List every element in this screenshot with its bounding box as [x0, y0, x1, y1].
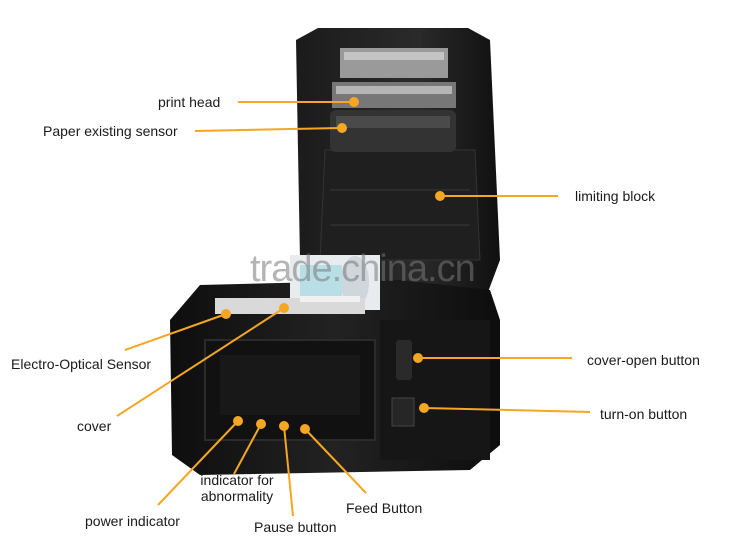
dot-cover-open [413, 353, 423, 363]
leader-paper-sensor [194, 127, 341, 132]
cover-open-switch [396, 340, 412, 380]
dot-power-indicator [233, 416, 243, 426]
leader-dots [221, 97, 445, 434]
dot-pause [279, 421, 289, 431]
label-pause-button: Pause button [254, 519, 337, 535]
label-turn-on-button: turn-on button [600, 406, 688, 422]
label-feed-button: Feed Button [346, 500, 423, 516]
print-head-assembly [330, 48, 456, 152]
dot-cover [279, 303, 289, 313]
dot-print-head [349, 97, 359, 107]
label-indicator-abnormality-line1: indicator for [200, 472, 274, 488]
label-paper-sensor: Paper existing sensor [43, 123, 178, 139]
paper-roll [215, 255, 380, 314]
leader-power-indicator [157, 420, 239, 506]
leader-cover [116, 307, 285, 417]
label-indicator-abnormality: indicator for abnormality [197, 472, 277, 504]
dot-feed [300, 424, 310, 434]
leader-turn-on [423, 407, 591, 413]
dot-limiting-block [435, 191, 445, 201]
power-switch [391, 397, 415, 427]
leader-lines [116, 101, 591, 517]
dot-turn-on [419, 403, 429, 413]
label-print-head: print head [158, 94, 221, 110]
leader-pause [283, 425, 294, 517]
leader-feed [304, 428, 367, 494]
dot-abnormality [256, 419, 266, 429]
leader-abnormality [233, 423, 262, 475]
watermark: trade.china.cn [250, 248, 476, 290]
dot-electro-optical [221, 309, 231, 319]
label-electro-optical-sensor: Electro-Optical Sensor [11, 356, 152, 372]
dot-paper-sensor [337, 123, 347, 133]
label-power-indicator: power indicator [85, 513, 180, 529]
label-indicator-abnormality-line2: abnormality [200, 488, 274, 504]
label-limiting-block: limiting block [575, 188, 656, 204]
leader-electro-optical [124, 313, 227, 351]
label-cover-open-button: cover-open button [587, 352, 700, 368]
label-cover: cover [77, 418, 112, 434]
